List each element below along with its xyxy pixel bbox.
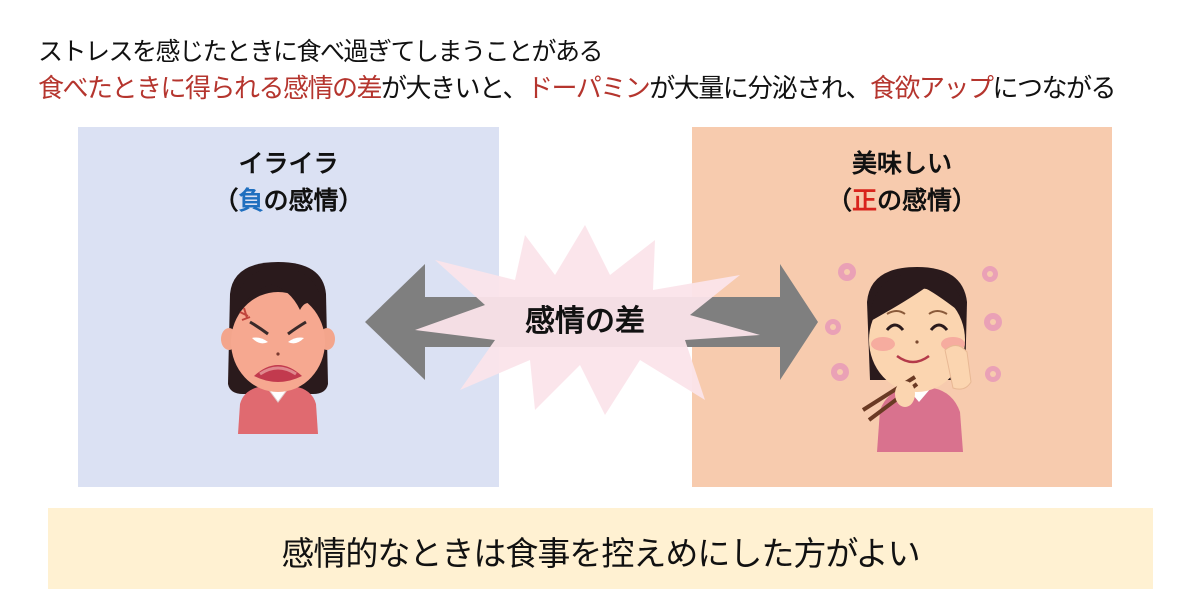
subtitle-rest: の感情）	[877, 186, 978, 215]
angry-woman-illustration	[221, 262, 335, 434]
highlight-dopamine: ドーパミン	[526, 74, 651, 104]
header-line-2: 食べたときに得られる感情の差が大きいと、ドーパミンが大量に分泌され、食欲アップに…	[38, 68, 1117, 105]
paren-open: （	[826, 186, 852, 215]
panel-subtitle-positive: （正の感情）	[692, 183, 1112, 219]
text-segment: が大量に分泌され、	[649, 74, 871, 104]
panel-subtitle-negative: （負の感情）	[78, 183, 499, 219]
negative-keyword: 負	[238, 186, 264, 215]
text-segment: につながる	[992, 74, 1117, 104]
paren-open: （	[213, 186, 239, 215]
header-line-1: ストレスを感じたときに食べ過ぎてしまうことがある	[38, 37, 604, 66]
text-segment: が大きいと、	[381, 74, 528, 104]
panel-title-irritation: イライラ	[238, 149, 339, 178]
emotion-gap-label: 感情の差	[525, 304, 645, 339]
panel-title-delicious: 美味しい	[851, 149, 952, 178]
highlight-appetite-up: 食欲アップ	[870, 74, 994, 104]
highlight-emotion-gap: 食べたときに得られる感情の差	[38, 74, 383, 104]
conclusion-banner: 感情的なときは食事を控えめにした方がよい	[48, 508, 1153, 589]
conclusion-text: 感情的なときは食事を控えめにした方がよい	[281, 534, 920, 573]
happy-eating-woman-illustration	[825, 263, 1002, 452]
positive-keyword: 正	[851, 186, 877, 215]
subtitle-rest: の感情）	[263, 186, 364, 215]
emotion-gap-burst-icon	[415, 225, 760, 415]
